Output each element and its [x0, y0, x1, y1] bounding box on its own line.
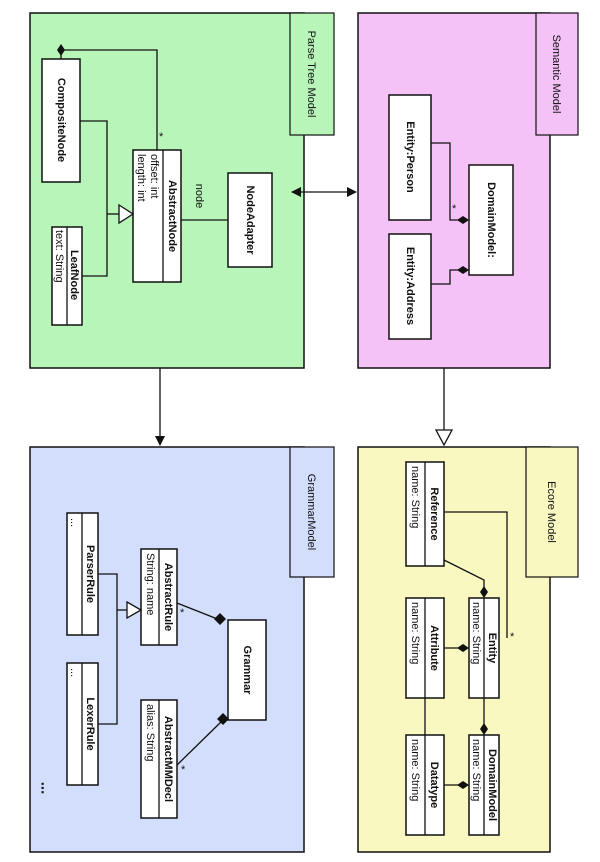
leaf-to-abstract-line: [82, 214, 108, 277]
person-domain-diamond: [457, 216, 469, 224]
datatype-attr: name: String: [409, 739, 421, 801]
leaf-node-attr: text: String: [53, 230, 65, 283]
generalization-hollow-arrow: [118, 203, 135, 225]
person-domain-link: [431, 142, 463, 221]
ecore-model-panel: Ecore Model Reference name: String Attri…: [357, 446, 579, 853]
grammar-model-panel: GrammarModel ParserRule ... LexerRule ..…: [29, 446, 335, 853]
reference-attr: name: String: [409, 466, 421, 528]
grammar-rules-diamond: [214, 613, 226, 625]
entity-domain-diamond: [480, 723, 488, 735]
abstract-mm-decl-label: AbstractMMDecl: [162, 716, 174, 802]
parse-tree-panel-title: Parse Tree Model: [305, 31, 317, 118]
node-role-label: node: [193, 184, 205, 208]
semantic-panel-bg: [357, 12, 551, 369]
abstract-node-attr-length: length: int: [135, 154, 147, 202]
ecore-panel-title: Ecore Model: [545, 481, 557, 543]
attribute-entity-diamond: [457, 644, 469, 652]
lexer-rule-attr: ...: [68, 668, 80, 677]
semantic-domain-model-label: DomainModel:: [485, 182, 497, 258]
composite-to-abstract-line: [80, 120, 108, 214]
abstract-node-attr-offset: offset: int: [148, 154, 160, 198]
entity-address-label: Entity:Address: [404, 247, 416, 325]
parser-rule-label: ParserRule: [84, 545, 96, 603]
lexer-rule-label: LexerRule: [84, 697, 96, 750]
abstract-mm-decl-attr: alias: String: [144, 704, 156, 761]
composition-diamond: [57, 44, 65, 56]
grammar-panel-tab: [289, 446, 335, 578]
grammar-rules-link: [176, 602, 221, 621]
ecore-entity-label: Entity: [486, 633, 498, 664]
ecore-entity-attr: name: String: [470, 602, 482, 664]
composite-node-label: CompositeNode: [55, 78, 67, 162]
abstract-node-box: [132, 149, 182, 283]
reference-entity-diamond: [480, 586, 488, 598]
ecore-domain-model-attr: name: String: [470, 739, 482, 801]
parser-rule-attr: ...: [68, 518, 80, 527]
parse-tree-panel-tab: [289, 12, 335, 136]
datatype-label: Datatype: [428, 762, 440, 808]
leaf-node-label: LeafNode: [68, 250, 80, 300]
abstract-rule-label: AbstractRule: [162, 563, 174, 631]
address-domain-link: [431, 269, 463, 285]
grammar-ellipsis: ...: [38, 782, 55, 795]
attribute-label: Attribute: [428, 625, 440, 671]
grammar-decl-diamond: [217, 713, 229, 725]
parser-to-abstract-line: [98, 573, 118, 610]
grammar-generalization-hollow-arrow: [126, 600, 143, 620]
reference-multiplicity: *: [510, 631, 515, 643]
abstract-node-label: AbstractNode: [166, 180, 178, 252]
ecore-domain-model-label: DomainModel: [486, 749, 498, 821]
grammar-rules-multiplicity: *: [180, 607, 185, 619]
semantic-to-ecore-hollow-arrow: [434, 429, 454, 447]
semantic-panel-title: Semantic Model: [550, 35, 562, 114]
grammar-box: [227, 619, 267, 721]
attribute-attr: name: String: [409, 602, 421, 664]
grammar-panel-title: GrammarModel: [305, 474, 317, 550]
person-domain-multiplicity: *: [452, 203, 457, 215]
lexer-to-abstract-line: [98, 610, 118, 725]
grammar-decl-link: [176, 719, 224, 766]
node-adapter-label: NodeAdapter: [244, 185, 256, 255]
grammar-box-label: Grammar: [241, 646, 253, 696]
semantic-domain-model-box: [468, 164, 514, 276]
grammar-decl-multiplicity: *: [181, 764, 186, 776]
ecore-panel-tab: [525, 446, 579, 578]
ecore-panel-bg: [357, 446, 551, 853]
address-domain-diamond: [457, 266, 469, 274]
reference-link: [444, 511, 508, 638]
entity-address-box: [388, 233, 432, 340]
composite-children-multiplicity: *: [159, 131, 164, 143]
parse-tree-model-panel: Parse Tree Model CompositeNode LeafNode …: [29, 12, 335, 369]
entity-person-box: [388, 94, 432, 221]
entity-person-label: Entity:Person: [404, 121, 416, 193]
reference-label: Reference: [428, 487, 440, 540]
node-adapter-box: [227, 172, 273, 268]
semantic-panel-tab: [535, 12, 579, 136]
semantic-model-panel: Semantic Model Entity:Person Entity:Addr…: [357, 12, 579, 369]
datatype-domain-diamond: [457, 781, 469, 789]
abstract-rule-attr: String: name: [144, 553, 156, 615]
